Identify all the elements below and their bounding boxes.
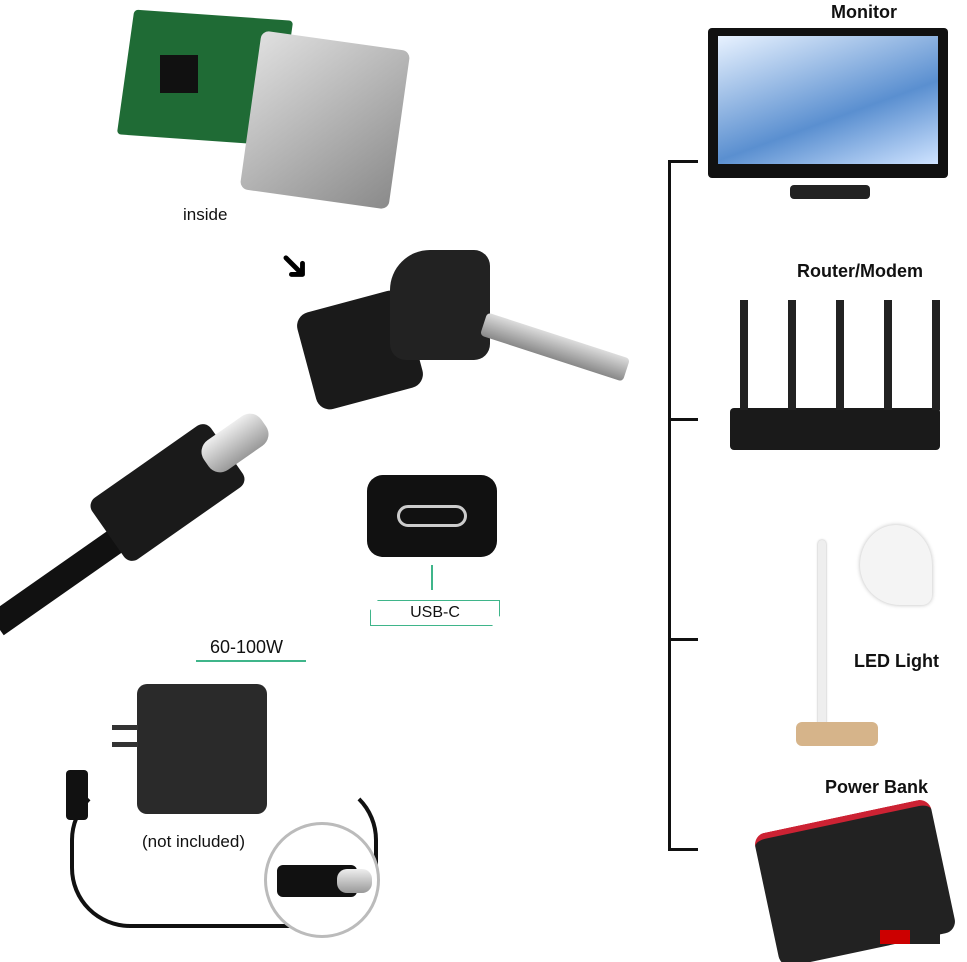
lamp-shade-image — [860, 525, 932, 605]
dc-barrel-tip-image — [479, 312, 631, 382]
bracket-tick — [668, 160, 698, 163]
usb-c-label: USB-C — [410, 604, 460, 621]
usb-c-tag: USB-C — [370, 600, 500, 626]
charger-usb-c-plug-image — [66, 770, 88, 820]
pcb-chip-image — [160, 55, 198, 93]
led-light-label: LED Light — [854, 651, 939, 671]
power-bank-label: Power Bank — [825, 777, 929, 797]
magnified-plug-circle — [264, 822, 380, 938]
wattage-label: 60-100W — [210, 637, 284, 657]
usb-c-port-image — [367, 475, 497, 557]
pcb-usb-c-socket-image — [239, 30, 411, 210]
not-included-label: (not included) — [142, 832, 246, 851]
monitor-stand-image — [790, 185, 870, 199]
router-label: Router/Modem — [797, 261, 923, 281]
router-antennas-image — [730, 300, 940, 410]
charger-cable-image — [70, 780, 378, 928]
adapter-body-image — [390, 250, 490, 360]
power-adapter-image — [137, 684, 267, 814]
monitor-image — [708, 28, 948, 178]
bracket-tick — [668, 848, 698, 851]
jumper-clamps-image — [880, 930, 940, 944]
bracket-tick — [668, 418, 698, 421]
usb-c-connector-line — [431, 565, 433, 590]
lamp-base-image — [796, 722, 878, 746]
arrow-icon: ➜ — [267, 238, 323, 294]
bracket-tick — [668, 638, 698, 641]
device-bracket-line — [668, 160, 671, 850]
router-image — [730, 408, 940, 450]
charger-prongs-image — [112, 725, 138, 747]
inside-label: inside — [183, 205, 228, 224]
wattage-underline — [196, 660, 306, 662]
lamp-arm-image — [818, 540, 826, 730]
monitor-label: Monitor — [831, 2, 897, 22]
